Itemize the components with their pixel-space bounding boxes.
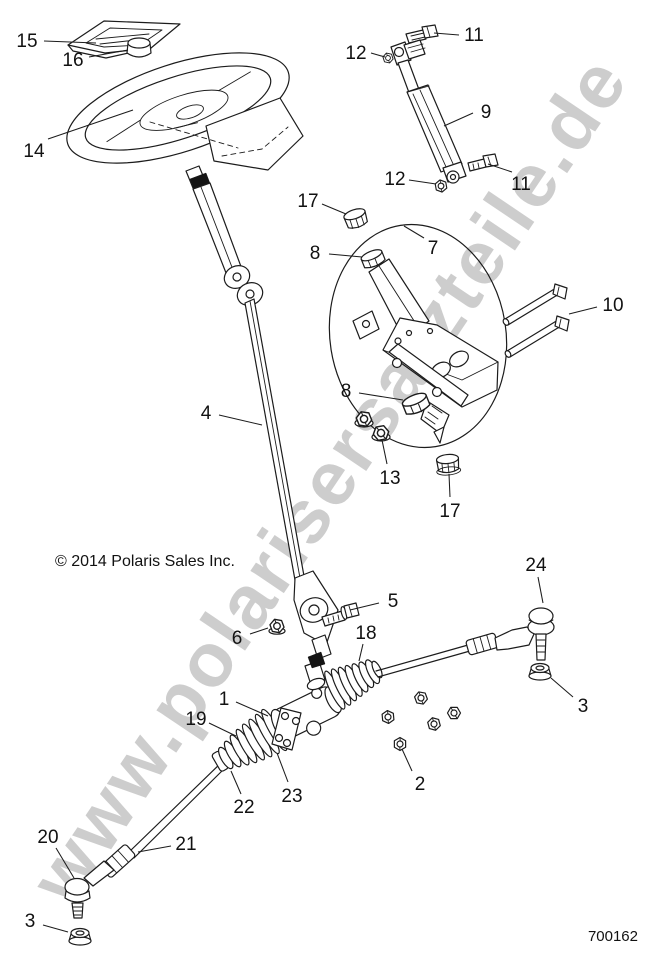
leader-line-11-bottom (487, 163, 513, 173)
leader-line-6 (249, 627, 269, 635)
callout-20: 20 (37, 827, 58, 848)
mount-bracket-drawing (352, 258, 499, 444)
leader-line-8-top (328, 253, 363, 258)
leader-line-14 (47, 109, 134, 140)
leader-line-24 (537, 576, 544, 604)
callout-8-top: 8 (310, 243, 321, 264)
mount-plate-23-drawing (271, 707, 302, 751)
callout-12-bottom: 12 (384, 169, 405, 190)
leader-line-7 (403, 225, 425, 239)
leader-line-12-bottom (408, 179, 437, 185)
leader-line-19 (208, 722, 237, 737)
callout-11-bottom: 11 (511, 174, 531, 195)
tie-rod-end-24-drawing (527, 607, 555, 661)
damper-nut-top-drawing (381, 52, 395, 64)
callout-12-top: 12 (345, 43, 366, 64)
nuts-13-drawing (354, 410, 391, 442)
leader-line-2 (401, 748, 413, 772)
callout-22: 22 (233, 797, 254, 818)
leader-line-12-top (370, 52, 386, 58)
callout-17-top: 17 (297, 191, 318, 212)
nuts-2-drawing (379, 690, 462, 753)
callout-7: 7 (428, 238, 439, 259)
bushing-17-top-drawing (343, 208, 368, 229)
bolts-10-drawing (502, 283, 570, 358)
callout-14: 14 (23, 141, 45, 162)
part-number-text: 700162 (588, 928, 638, 945)
tie-rod-end-20-drawing (64, 877, 91, 919)
leader-line-11-top (433, 32, 460, 36)
callout-11-top: 11 (464, 25, 484, 46)
leader-line-3-left (42, 924, 69, 933)
bushing-8-top-drawing (360, 249, 386, 269)
callout-19: 19 (185, 709, 206, 730)
steering-wheel-drawing (66, 52, 304, 171)
callout-17-bottom: 17 (439, 501, 460, 522)
steering-wheel-cap-drawing (67, 20, 181, 59)
leader-line-3-right (550, 677, 574, 698)
callout-6: 6 (232, 628, 243, 649)
copyright-text: © 2014 Polaris Sales Inc. (55, 553, 235, 570)
rack-boot-18-drawing (324, 659, 383, 710)
callout-18: 18 (355, 623, 376, 644)
damper-bolt-top-drawing (403, 24, 439, 60)
damper-nut-bottom-drawing (432, 178, 450, 194)
leader-line-16 (88, 49, 129, 58)
nut-6-drawing (268, 618, 286, 635)
leader-line-10 (568, 306, 598, 315)
watermark: www.polarisersatzteile.de (14, 41, 645, 920)
callout-10: 10 (602, 295, 623, 316)
pinion-input-drawing (304, 651, 326, 691)
right-tie-rod-drawing (375, 626, 535, 678)
leader-line-18 (358, 643, 364, 662)
nut-3-left-drawing (68, 927, 92, 946)
callout-1: 1 (219, 689, 230, 710)
leader-line-1 (235, 701, 269, 717)
callout-15: 15 (16, 31, 37, 52)
callout-5: 5 (388, 591, 399, 612)
left-tie-rod-drawing (83, 759, 229, 887)
bolt-5-drawing (321, 602, 360, 627)
leader-line-5 (349, 602, 380, 611)
damper-bolt-bottom-drawing (467, 153, 499, 172)
callout-24: 24 (525, 555, 547, 576)
callout-21: 21 (175, 834, 196, 855)
bushing-17-bottom-drawing (435, 453, 462, 476)
callout-3-left: 3 (25, 911, 36, 932)
leader-line-20 (55, 847, 75, 879)
leader-line-17-top (321, 203, 347, 215)
nut-3-right-drawing (528, 662, 552, 681)
callout-23: 23 (281, 786, 302, 807)
callout-16: 16 (62, 50, 83, 71)
leader-line-4 (218, 414, 263, 426)
bushing-8-bottom-drawing (401, 392, 431, 415)
callout-4: 4 (201, 403, 212, 424)
leader-line-17-bottom (448, 473, 451, 498)
callout-3-right: 3 (578, 696, 589, 717)
leader-lines (42, 32, 598, 933)
leader-line-9 (443, 112, 474, 127)
callout-2: 2 (415, 774, 426, 795)
steering-shaft-drawing (185, 165, 339, 660)
callout-8-bottom: 8 (341, 381, 352, 402)
leader-line-13 (381, 439, 388, 465)
leader-line-15 (43, 40, 97, 44)
callout-13: 13 (379, 468, 400, 489)
leader-line-8-bottom (358, 392, 404, 401)
callout-9: 9 (481, 102, 492, 123)
leader-line-23 (276, 752, 289, 783)
leader-line-22 (230, 770, 242, 795)
part-16-drawing (126, 37, 152, 58)
steering-damper-drawing (390, 41, 467, 184)
leader-line-21 (137, 845, 172, 853)
